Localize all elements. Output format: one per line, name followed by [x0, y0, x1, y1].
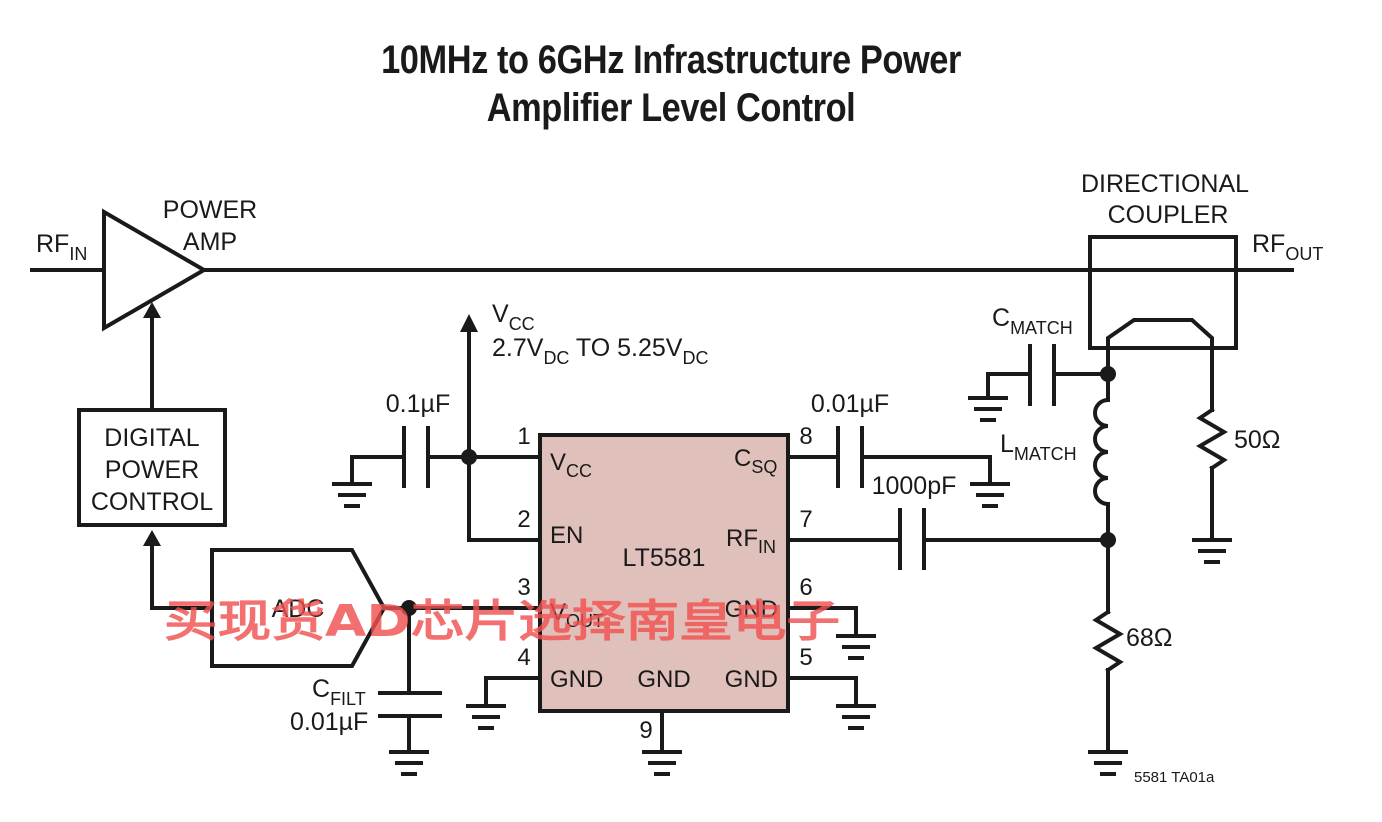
arrow-up-icon — [460, 314, 478, 332]
cmatch-label: CMATCH — [992, 304, 1073, 338]
pin-name: GND — [725, 666, 778, 693]
cap-01uf-label: 0.1µF — [386, 390, 450, 418]
pin-number: 4 — [517, 644, 530, 671]
rf-out-label: RFOUT — [1252, 230, 1323, 264]
lmatch-label: LMATCH — [1000, 430, 1077, 464]
vcc-label: VCC — [492, 300, 535, 334]
r68-label: 68Ω — [1126, 624, 1173, 652]
cap-001uf-label: 0.01µF — [811, 390, 889, 418]
cfilt-label: CFILT — [312, 675, 366, 709]
arrow-up-icon — [143, 530, 161, 546]
pin-number: 6 — [799, 574, 812, 601]
pin-name: VOUT — [550, 599, 604, 631]
pin-name: VCC — [550, 449, 592, 481]
ground-icon — [1088, 750, 1128, 776]
ground-icon — [389, 750, 429, 776]
pin-number: 8 — [799, 423, 812, 450]
pin-name: CSQ — [734, 445, 777, 477]
ground-icon — [642, 750, 682, 776]
ground-icon — [332, 482, 372, 508]
pin-number: 2 — [517, 506, 530, 533]
resistor-68-symbol — [1092, 609, 1124, 673]
pin4-wire — [484, 676, 542, 708]
adc-to-control-wire — [150, 538, 214, 610]
ground-icon — [1192, 538, 1232, 564]
coupler-label: DIRECTIONAL — [1081, 170, 1249, 198]
lmatch-inductor — [1093, 397, 1111, 507]
digital-power-control-label: CONTROL — [91, 488, 213, 516]
pin-name: GND — [725, 596, 778, 623]
resistor-50-symbol — [1196, 407, 1228, 471]
ground-icon — [968, 396, 1008, 422]
pin-number: 3 — [517, 574, 530, 601]
ground-icon — [836, 704, 876, 730]
pin-name: GND — [550, 666, 603, 693]
digital-power-control-box — [77, 408, 227, 527]
digital-power-control-label: DIGITAL — [104, 424, 199, 452]
ground-icon — [836, 634, 876, 660]
coupler-inner-line — [1106, 318, 1214, 350]
digital-power-control-label: POWER — [105, 456, 199, 484]
cmatch-ground-wire — [986, 372, 1032, 400]
r50-label: 50Ω — [1234, 426, 1281, 454]
adc-symbol — [210, 548, 387, 668]
directional-coupler-box — [1088, 235, 1238, 350]
diagram-title: 10MHz to 6GHz Infrastructure Power Ampli… — [94, 36, 1248, 132]
cap-001uf-wire — [860, 455, 992, 486]
power-amp-label: POWER — [163, 196, 257, 224]
ground-icon — [970, 482, 1010, 508]
rf-in-label: RFIN — [36, 230, 87, 264]
chip-name: LT5581 — [623, 544, 706, 572]
vcc-range-label: 2.7VDC TO 5.25VDC — [492, 334, 708, 368]
lt5581-chip — [538, 433, 790, 713]
pin-number: 5 — [799, 644, 812, 671]
pin-number: 7 — [799, 506, 812, 533]
arrow-up-icon — [143, 302, 161, 318]
pin5-wire — [786, 676, 858, 708]
cap-01uf-wire-left — [350, 455, 406, 486]
power-amp-label: AMP — [183, 228, 237, 256]
pin-name: EN — [550, 522, 583, 549]
pin6-wire — [786, 606, 858, 638]
power-amp-symbol — [102, 208, 208, 332]
adc-label: ADC — [272, 595, 325, 623]
watermark-text: 买现货AD芯片选择南皇电子 — [164, 596, 840, 647]
title-line-2: Amplifier Level Control — [486, 86, 856, 130]
pin-name: RFIN — [726, 525, 776, 557]
cfilt-value-label: 0.01µF — [290, 708, 368, 736]
cap-1000pf-label: 1000pF — [872, 472, 957, 500]
ground-icon — [466, 704, 506, 730]
pin-name: GND — [637, 666, 690, 693]
pin-number: 9 — [639, 717, 652, 744]
title-line-1: 10MHz to 6GHz Infrastructure Power — [381, 38, 961, 82]
coupler-label: COUPLER — [1108, 201, 1229, 229]
part-id-label: 5581 TA01a — [1134, 769, 1215, 786]
pin-number: 1 — [517, 423, 530, 450]
